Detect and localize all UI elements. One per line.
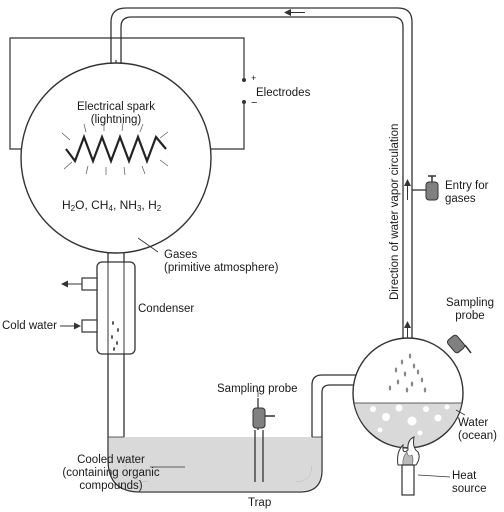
electrode-minus-sign: −: [251, 97, 258, 109]
gas-formula: H2O, ​CH4, ​NH3, ​H2: [62, 198, 162, 214]
electrode-plus-sign: +: [251, 73, 257, 83]
upper-tube: [110, 7, 413, 345]
water-bubbles: [370, 404, 450, 436]
entry-gas-valve: [412, 175, 439, 201]
cold-water-label: Cold water: [2, 320, 57, 332]
middle-sampling-valve: [252, 407, 266, 429]
trap-label: Trap: [248, 497, 272, 509]
heat-source-label: Heat source: [452, 470, 487, 495]
gases-label: Gases (primitive atmosphere): [164, 249, 279, 274]
water-ocean-label: Water (ocean): [458, 417, 497, 442]
sampling-probe-right-label: Sampling probe: [446, 297, 494, 322]
direction-label: Direction of water vapor circulation: [389, 123, 401, 300]
electrode-terminal-plus: [242, 78, 246, 82]
electrodes-label: Electrodes: [256, 87, 311, 99]
spark-zigzag: [65, 133, 167, 165]
condenser-label: Condenser: [138, 303, 195, 315]
condenser: [81, 261, 136, 355]
trap-water-channel: [109, 437, 321, 491]
right-sampling-probe: [446, 334, 472, 354]
trap-water: [108, 437, 312, 482]
entry-gases-label: Entry for gases: [445, 180, 489, 205]
heat-source: [397, 436, 420, 496]
sampling-probe-bottom-label: Sampling probe: [217, 383, 298, 395]
spark-label: Electrical spark (lightning): [77, 101, 155, 126]
reaction-flask: [20, 62, 212, 254]
spark-rays: [61, 122, 169, 176]
cooled-water-label: Cooled water (containing organic compoun…: [62, 454, 160, 492]
leader-lines: [137, 237, 466, 478]
water-vapor: [388, 353, 427, 393]
electrode-terminal-minus: [242, 100, 246, 104]
